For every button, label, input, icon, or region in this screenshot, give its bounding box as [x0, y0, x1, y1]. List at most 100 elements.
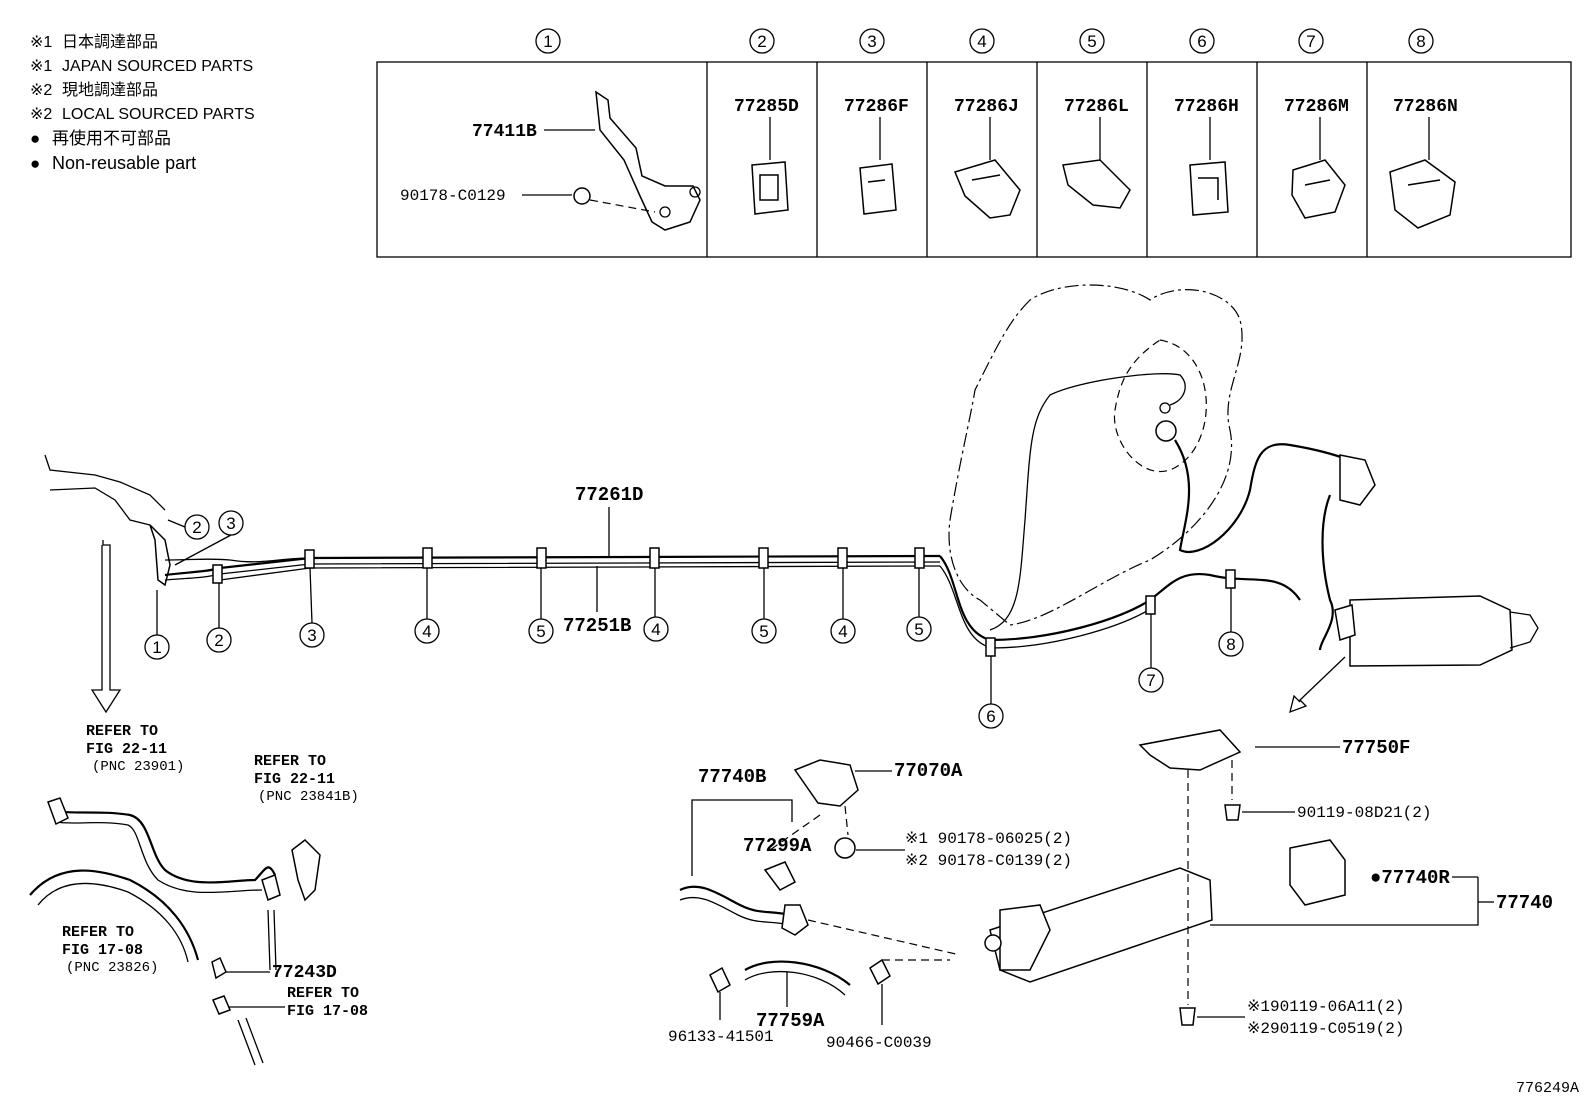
callouts: 1 2 3 2 3 4 5 4 5	[144, 510, 1244, 729]
table-header-6	[1189, 28, 1215, 54]
table-header-7-label: 7	[1306, 32, 1315, 51]
part-number-90119-C0519: ※290119-C0519(2)	[1247, 1020, 1404, 1038]
hose-fitting	[261, 873, 281, 902]
part-number-77251B: 77251B	[563, 615, 631, 637]
part-number-77243D: 77243D	[272, 963, 337, 983]
refer-note-2-line3: (PNC 23841B)	[258, 789, 359, 805]
callout-8-label: 8	[1226, 635, 1235, 654]
legend-text-5: 再使用不可部品	[52, 128, 171, 148]
main-tube-middle	[164, 561, 941, 581]
tube-clamp-4	[649, 547, 660, 569]
vent-hose	[1318, 494, 1334, 651]
callout-2-label: 2	[214, 631, 223, 650]
hose-segment	[267, 909, 277, 971]
tank-port	[1155, 420, 1177, 442]
lower-right-detail: 77740B 77070A ※1 90178-06025(2) ※2 90178…	[668, 729, 1553, 1052]
legend-text-4: LOCAL SOURCED PARTS	[62, 106, 255, 123]
tube-clamp-4	[422, 547, 433, 569]
hose-77740B	[679, 896, 791, 926]
part-number-77740B: 77740B	[698, 766, 766, 788]
refer-note-4-line1: REFER TO	[287, 985, 359, 1002]
table-header-6-label: 6	[1197, 32, 1206, 51]
tube-clamp-3	[304, 549, 315, 569]
legend-mark-6: ●	[30, 154, 40, 173]
bracket-hole	[689, 186, 701, 198]
legend-mark-2: ※1	[30, 58, 52, 75]
part-number-96133-41501: 96133-41501	[668, 1028, 774, 1046]
refer-arrow-canister	[1289, 656, 1346, 714]
bracket-leader	[691, 799, 793, 876]
hose-lower	[37, 882, 189, 963]
main-tube-lower	[219, 565, 941, 581]
refer-note-1-line1: REFER TO	[86, 723, 158, 740]
connector-23841B	[291, 839, 321, 902]
table-header-1-label: 1	[543, 32, 552, 51]
hose-lower	[29, 869, 200, 961]
valve-77070A	[793, 759, 859, 807]
callout-2-label: 2	[192, 518, 201, 537]
legend-mark-4: ※2	[30, 106, 52, 123]
part-number-90178-C0129: 90178-C0129	[400, 187, 506, 205]
hose-upper	[51, 808, 276, 884]
legend-text-3: 現地調達部品	[62, 81, 158, 99]
callout-4-label: 4	[651, 620, 660, 639]
part-number-77286M: 77286M	[1284, 97, 1349, 117]
table-header-1	[535, 28, 561, 54]
refer-note-3-line1: REFER TO	[62, 924, 134, 941]
tube-clamp-4	[837, 547, 848, 569]
part-number-90119-06A11: ※190119-06A11(2)	[1247, 998, 1404, 1016]
part-number-77285D: 77285D	[734, 97, 799, 117]
callout-7-label: 7	[1146, 671, 1155, 690]
tube-end-left	[44, 454, 166, 511]
nut-90178-C0129	[573, 187, 591, 205]
clamp-77286M	[1291, 159, 1346, 219]
bracket-hole	[659, 206, 671, 218]
part-number-90119-08D21: 90119-08D21(2)	[1297, 804, 1431, 822]
legend-text-6: Non-reusable part	[52, 153, 196, 173]
assembly-line	[589, 199, 656, 213]
table-header-8-label: 8	[1416, 32, 1425, 51]
table-header-5-label: 5	[1087, 32, 1096, 51]
tube-clamp-5	[758, 547, 769, 569]
part-number-90178-C0139: ※2 90178-C0139(2)	[905, 852, 1072, 870]
legend-mark-1: ※1	[30, 34, 52, 51]
hose-77759A	[744, 970, 846, 996]
filter-77740R	[1289, 839, 1346, 906]
canister-port	[984, 934, 1002, 952]
table-header-7	[1298, 28, 1324, 54]
clamp-77286N	[1389, 159, 1456, 229]
legend: ※1 日本調達部品 ※1 JAPAN SOURCED PARTS ※2 現地調達…	[30, 33, 255, 173]
leader-line	[174, 534, 232, 566]
clip-77299A	[763, 861, 796, 891]
clamp-77285D	[751, 161, 789, 215]
assembly-line	[807, 919, 961, 956]
callout-5-label: 5	[759, 622, 768, 641]
part-number-77750F: 77750F	[1342, 737, 1410, 759]
tube-clamp-5	[914, 547, 925, 569]
clamp-90466	[869, 958, 891, 986]
clamp-96133	[709, 966, 731, 994]
legend-mark-5: ●	[30, 129, 40, 148]
callout-6-label: 6	[986, 707, 995, 726]
nut-90178	[834, 837, 856, 859]
assembly-line	[844, 805, 849, 836]
canister-port	[1334, 604, 1356, 641]
refer-note-3-line3: (PNC 23826)	[66, 960, 158, 976]
callout-3-label: 3	[226, 514, 235, 533]
part-number-77286N: 77286N	[1393, 97, 1458, 117]
part-number-90466-C0039: 90466-C0039	[826, 1034, 932, 1052]
part-number-77070A: 77070A	[894, 760, 963, 782]
parts-table: 1 2 3 4 5 6 7 8 77411B 90178-C0129 77285…	[376, 28, 1572, 258]
canister-body	[1349, 595, 1513, 667]
figure-code: 776249A	[1516, 1080, 1579, 1097]
bracket-left-end	[149, 524, 171, 587]
tube-end-left	[49, 487, 151, 526]
tube-assembly: 1 2 3 2 3 4 5 4 5	[44, 284, 1539, 729]
leader-line	[167, 519, 186, 528]
table-header-4	[969, 28, 995, 54]
callout-4-label: 4	[422, 622, 431, 641]
callout-4-label: 4	[838, 622, 847, 641]
bolt-90119-06A11	[1179, 1007, 1196, 1026]
refer-note-2-line2: FIG 22-11	[254, 771, 335, 788]
